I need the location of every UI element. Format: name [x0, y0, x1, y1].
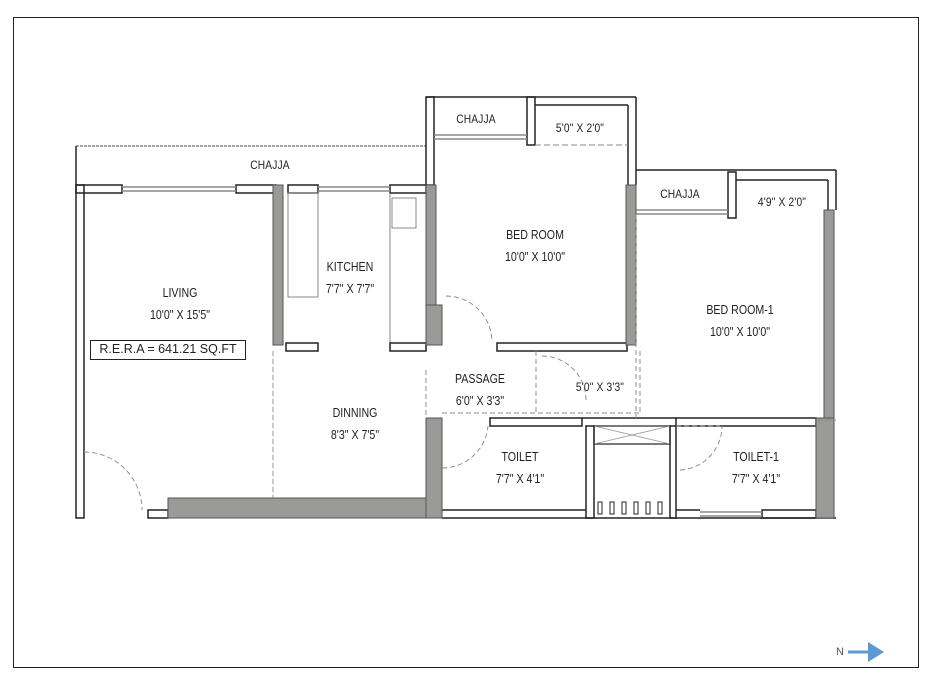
north-label: N — [836, 646, 844, 658]
chajja-label-bedroom: CHAJJA — [456, 112, 496, 126]
room-toilet: TOILET 7'7" X 4'1" — [478, 446, 563, 490]
room-dim: 10'0" X 10'0" — [504, 250, 566, 264]
room-name: BED ROOM-1 — [706, 303, 774, 317]
room-name: TOILET — [501, 450, 539, 464]
north-indicator: N — [836, 641, 886, 663]
chajja-label-living: CHAJJA — [250, 158, 290, 172]
room-name: KITCHEN — [326, 260, 374, 274]
room-name: DINNING — [332, 406, 378, 420]
rera-area-badge: R.E.R.A = 641.21 SQ.FT — [90, 340, 246, 360]
room-dim: 6'0" X 3'3" — [455, 394, 505, 408]
north-arrow-icon — [847, 642, 884, 662]
kitchen-west-wall — [272, 184, 284, 346]
room-dinning: DINNING 8'3" X 7'5" — [308, 402, 402, 446]
room-dim: 10'0" X 10'0" — [709, 325, 771, 339]
room-name: LIVING — [162, 286, 198, 300]
room-dim: 7'7" X 4'1" — [731, 472, 781, 486]
room-dim: 7'7" X 4'1" — [495, 472, 545, 486]
room-passage: PASSAGE 6'0" X 3'3" — [438, 368, 523, 412]
room-dim: 8'3" X 7'5" — [330, 428, 380, 442]
room-name: TOILET-1 — [733, 450, 779, 464]
toilet-top-wall — [489, 417, 583, 427]
dining-south-wall — [167, 497, 427, 519]
balcony-dim-bedroom1: 4'9" X 2'0" — [757, 195, 807, 209]
room-dim: 10'0" X 15'5" — [149, 308, 211, 322]
room-kitchen: KITCHEN 7'7" X 7'7" — [308, 256, 393, 300]
passage-extension-dim: 5'0" X 3'3" — [575, 380, 625, 394]
room-name: BED ROOM — [506, 228, 564, 242]
drawing-frame — [13, 17, 919, 668]
chajja-label-bedroom1: CHAJJA — [660, 187, 700, 201]
room-name: PASSAGE — [454, 372, 505, 386]
room-bedroom: BED ROOM 10'0" X 10'0" — [488, 224, 582, 268]
room-living: LIVING 10'0" X 15'5" — [129, 282, 231, 326]
room-bedroom-1: BED ROOM-1 10'0" X 10'0" — [689, 299, 791, 343]
room-toilet-1: TOILET-1 7'7" X 4'1" — [714, 446, 799, 490]
room-dim: 7'7" X 7'7" — [325, 282, 375, 296]
balcony-dim-bedroom: 5'0" X 2'0" — [555, 121, 605, 135]
living-west-wall — [75, 184, 85, 519]
